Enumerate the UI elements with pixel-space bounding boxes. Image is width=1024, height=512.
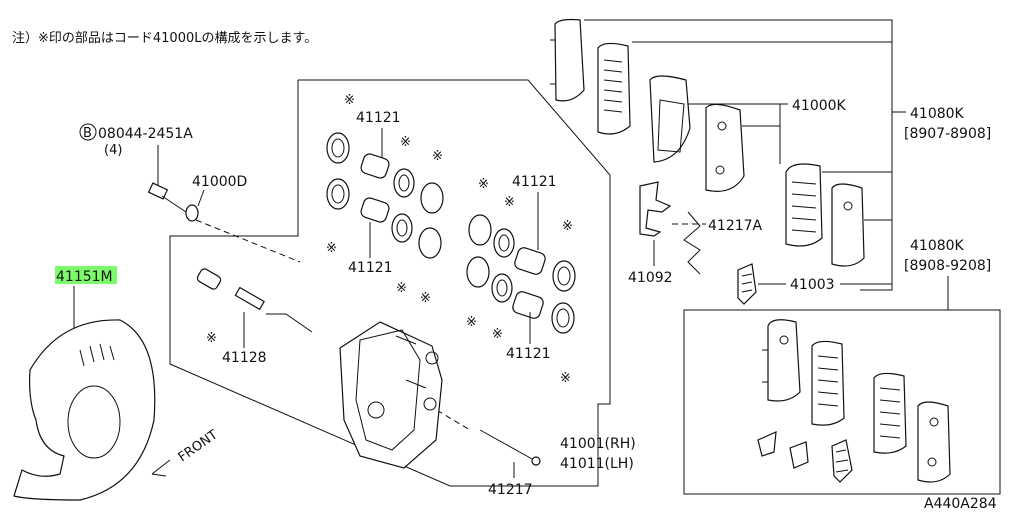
shim-part-3 xyxy=(831,183,865,267)
asterisk-13: ※ xyxy=(206,331,217,346)
pad-part-3 xyxy=(785,163,823,247)
bolt-marker-letter: B xyxy=(83,126,92,141)
asterisk-2: ※ xyxy=(400,135,411,150)
shim-part-1 xyxy=(550,18,585,102)
label-41121-c: 41121 xyxy=(512,174,557,190)
asterisk-7: ※ xyxy=(478,177,489,192)
note-text: 注）※印の部品はコード41000Lの構成を示します。 xyxy=(12,31,317,46)
shim-part-41003 xyxy=(737,263,757,305)
asterisk-5: ※ xyxy=(396,281,407,296)
spring-part-41217A xyxy=(683,211,701,275)
bleeder-screw-part xyxy=(234,286,265,311)
label-bolt-code: 08044-2451A xyxy=(98,126,193,142)
leader-41000D xyxy=(197,189,205,207)
asterisk-1: ※ xyxy=(344,93,355,108)
shim-part-2 xyxy=(705,103,745,192)
kit-b-shim-1 xyxy=(762,319,801,402)
label-41080K-a-range: [8907-8908] xyxy=(904,126,991,142)
label-41080K-b-range: [8908-9208] xyxy=(904,258,991,274)
dust-boot-1 xyxy=(393,168,415,198)
piston-right-2 xyxy=(512,291,544,319)
asterisk-6: ※ xyxy=(420,291,431,306)
dust-boot-4 xyxy=(491,273,513,303)
leader-bleeder xyxy=(266,313,313,333)
leader-41000K xyxy=(779,103,788,164)
kit-b-clip-1 xyxy=(757,431,777,457)
seal-ring-upper-1 xyxy=(326,132,350,164)
caliper-kit-frame xyxy=(169,79,611,487)
kit-b-pad-1 xyxy=(811,340,845,426)
label-41121-d: 41121 xyxy=(506,346,551,362)
clip-part-41092 xyxy=(639,181,672,237)
label-41092: 41092 xyxy=(628,270,673,286)
label-41121-a: 41121 xyxy=(356,110,401,126)
pin-part xyxy=(479,429,541,466)
dust-boot-3 xyxy=(493,228,515,258)
washer-part xyxy=(185,204,199,222)
front-arrow-icon xyxy=(151,459,171,477)
pad-part-1 xyxy=(597,42,631,135)
bolt-part xyxy=(147,182,187,213)
dust-shield-part xyxy=(13,319,156,501)
label-41011: 41011(LH) xyxy=(560,456,634,472)
label-41128: 41128 xyxy=(222,350,267,366)
diagram-code: A440A284 xyxy=(924,496,997,512)
label-41151M: 41151M xyxy=(56,269,113,285)
label-41217A: 41217A xyxy=(708,218,763,234)
label-41217: 41217 xyxy=(488,482,533,498)
asterisk-11: ※ xyxy=(492,327,503,342)
kit-b-shim-3 xyxy=(831,439,853,483)
asterisk-4: ※ xyxy=(326,241,337,256)
asterisk-9: ※ xyxy=(562,219,573,234)
label-41080K-a: 41080K xyxy=(910,106,965,122)
seal-ring-upper-4 xyxy=(418,227,442,259)
seal-ring-right-4 xyxy=(551,302,575,334)
label-front: FRONT xyxy=(176,427,221,465)
seal-ring-right-1 xyxy=(468,214,492,246)
label-41001: 41001(RH) xyxy=(560,436,636,452)
label-bolt-qty: (4) xyxy=(104,143,122,158)
piston-upper-1 xyxy=(360,153,390,179)
kit-b-clip-2 xyxy=(789,441,809,469)
piston-upper-2 xyxy=(360,197,390,223)
asterisk-3: ※ xyxy=(432,149,443,164)
seal-ring-right-2 xyxy=(466,256,490,288)
seal-ring-upper-2 xyxy=(326,178,350,210)
highlight-41151M xyxy=(55,266,117,284)
asterisk-12: ※ xyxy=(560,371,571,386)
pad-part-2 xyxy=(649,75,691,163)
label-41080K-b: 41080K xyxy=(910,238,965,254)
dust-boot-2 xyxy=(391,213,413,243)
seal-ring-right-3 xyxy=(552,260,576,292)
kit-b-shim-2 xyxy=(917,401,951,483)
asterisk-8: ※ xyxy=(504,195,515,210)
piston-right-1 xyxy=(514,247,546,275)
alignment-line-1 xyxy=(195,219,301,263)
seal-ring-upper-3 xyxy=(420,182,444,214)
asterisk-10: ※ xyxy=(466,315,477,330)
bleeder-cap-part xyxy=(196,268,222,290)
label-41000K: 41000K xyxy=(792,98,847,114)
caliper-body xyxy=(339,321,443,469)
label-41121-b: 41121 xyxy=(348,260,393,276)
bolt-marker-circle xyxy=(79,123,97,141)
kit-box-41080K-b xyxy=(683,309,1001,495)
kit-b-pad-2 xyxy=(873,372,907,454)
bracket-41080K-a xyxy=(584,19,893,291)
label-41000D: 41000D xyxy=(192,174,247,190)
label-41003: 41003 xyxy=(790,277,835,293)
